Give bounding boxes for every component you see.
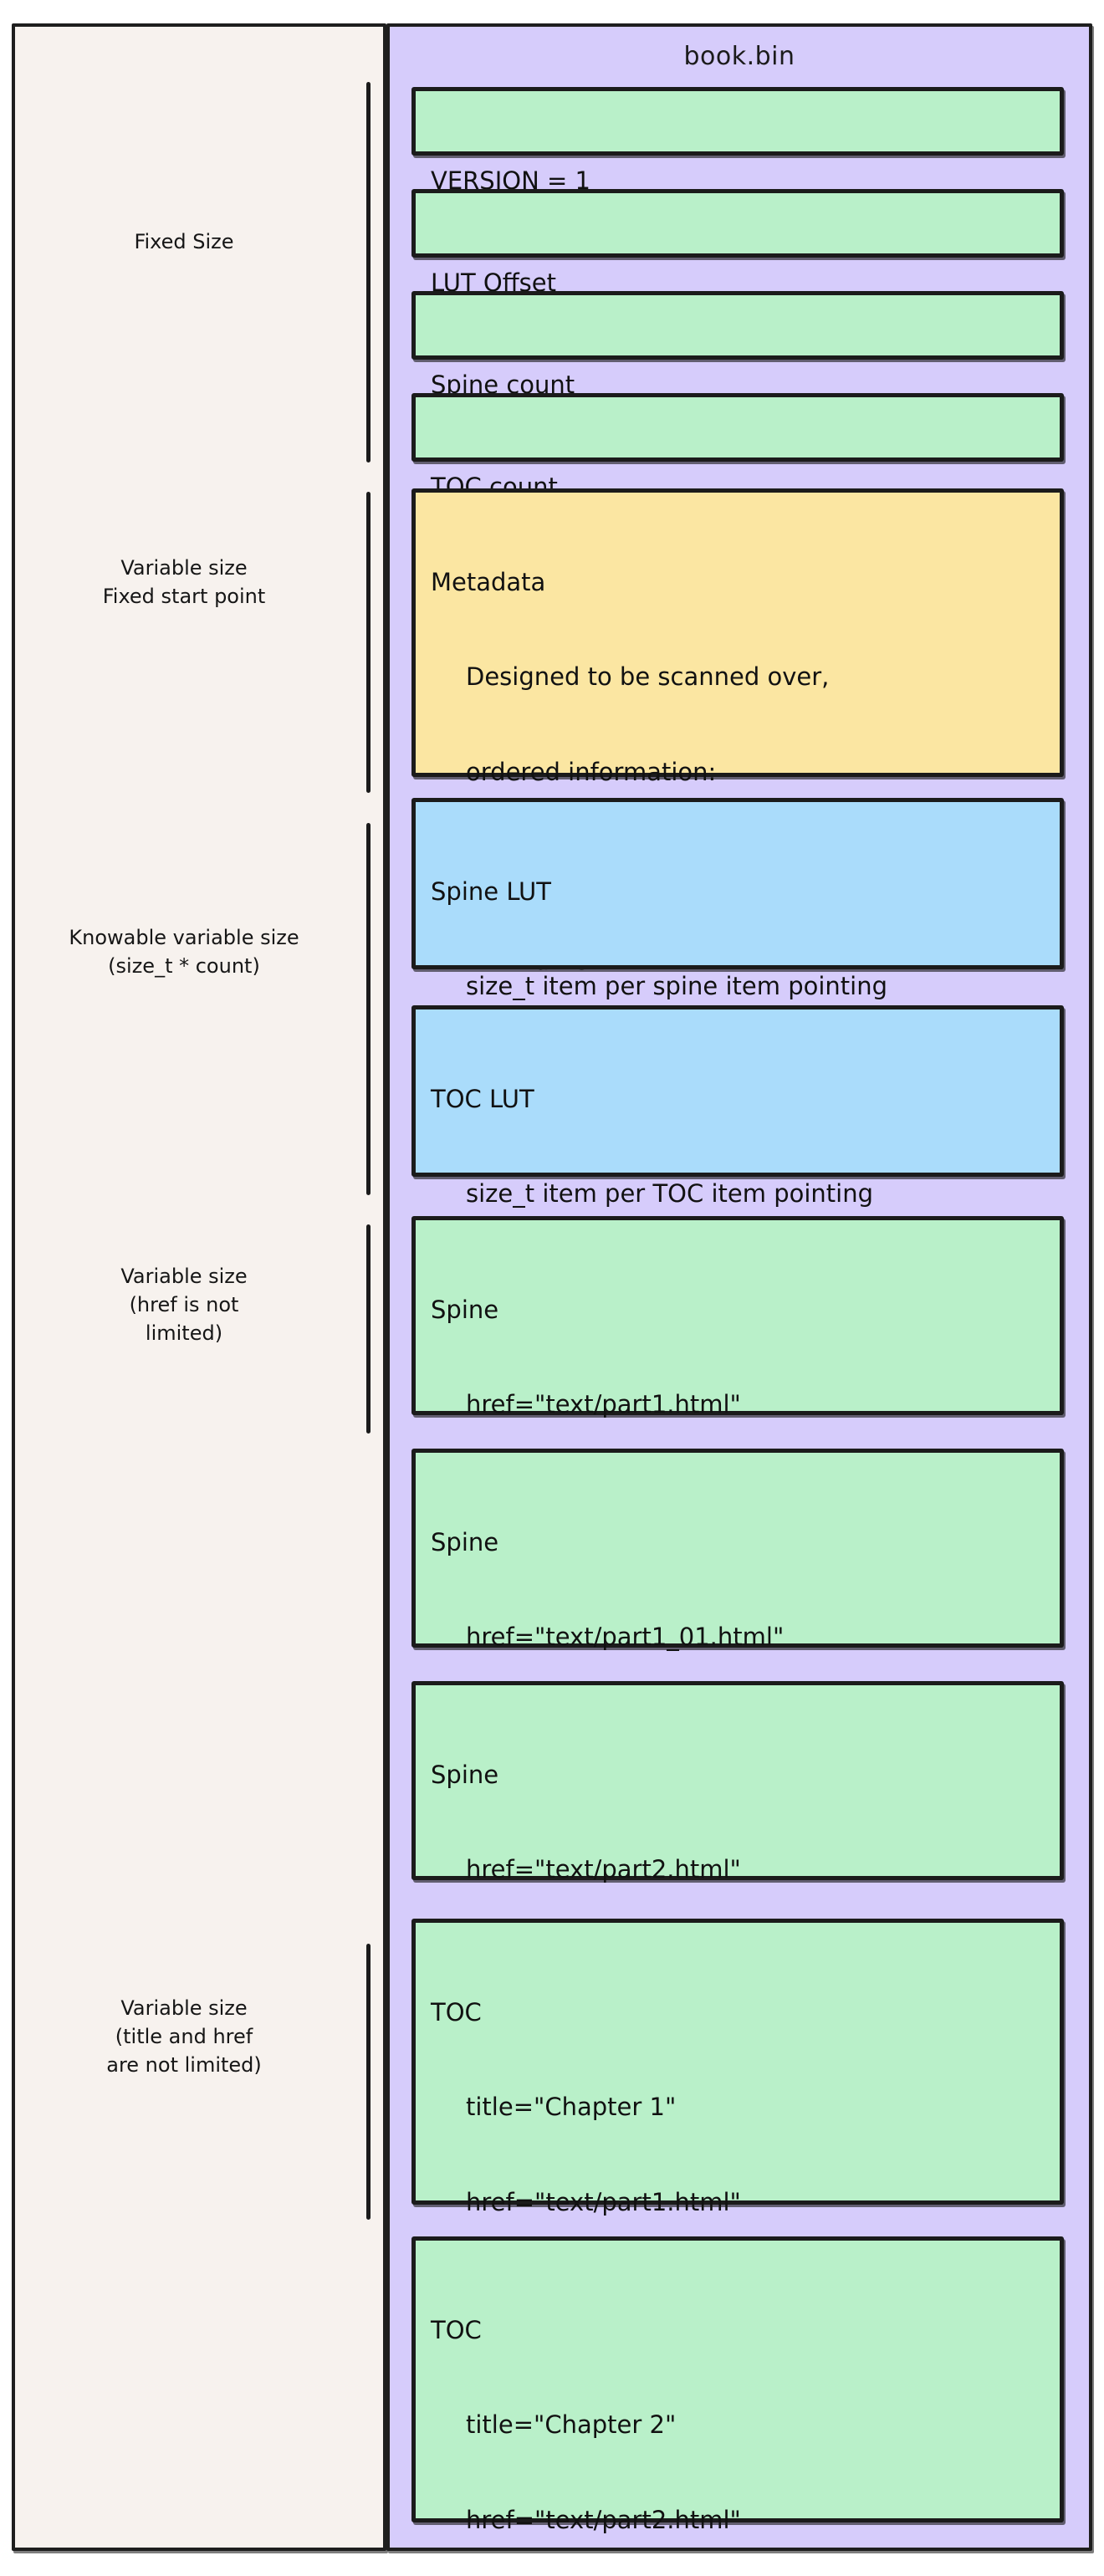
- node-toc-lut: TOC LUT size_t item per TOC item pointin…: [411, 1005, 1064, 1303]
- node-line: href="text/part1.html": [466, 1390, 741, 1419]
- node-line: ordered information:: [466, 757, 717, 786]
- bracket-fixed-size: [366, 82, 371, 463]
- node-line: TOC: [431, 1998, 482, 2027]
- node-toc-1: TOC title="Chapter 1" href="text/part1.h…: [411, 1919, 1064, 2500]
- node-line: Metadata: [431, 568, 546, 597]
- node-line: title="Chapter 2": [466, 2410, 677, 2440]
- side-label-variable-fixed-start: Variable size Fixed start point: [102, 556, 266, 609]
- node-line: Spine: [431, 1296, 499, 1325]
- bracket-variable-title-href: [366, 1944, 371, 2220]
- side-label-fixed-size: Fixed Size: [134, 230, 234, 253]
- node-toc-count: TOC count: [411, 393, 1064, 501]
- node-line: TOC LUT: [431, 1085, 534, 1114]
- bracket-variable-href: [366, 1224, 371, 1434]
- bracket-variable-fixed-start: [366, 492, 371, 793]
- node-spine-count: Spine count: [411, 291, 1064, 399]
- node-line: Spine LUT: [431, 877, 551, 907]
- node-line: size_t item per spine item pointing: [466, 972, 888, 1001]
- node-line: href="text/part1.html": [466, 2187, 741, 2216]
- node-line: href="text/part2.html": [466, 1855, 741, 1884]
- side-label-variable-title-href: Variable size (title and href are not li…: [106, 1996, 262, 2078]
- side-label-knowable-variable-size: Knowable variable size (size_t * count): [69, 926, 299, 979]
- node-toc-2: TOC title="Chapter 2" href="text/part2.h…: [411, 2236, 1064, 2534]
- side-label-variable-href: Variable size (href is not limited): [120, 1265, 248, 1346]
- node-line: size_t item per TOC item pointing: [466, 1179, 873, 1209]
- node-line: href="text/part1_01.html": [466, 1623, 785, 1652]
- node-metadata: Metadata Designed to be scanned over, or…: [411, 488, 1064, 1070]
- book-bin-container: book.bin VERSION = 1 LUT Offset Spine co…: [386, 23, 1092, 2551]
- node-line: title="Chapter 1": [466, 2093, 677, 2122]
- node-spine-2: Spine href="text/part1_01.html" cumSize=…: [411, 1449, 1064, 1841]
- node-line: Spine: [431, 1761, 499, 1790]
- bracket-knowable-variable: [366, 823, 371, 1195]
- node-lut-offset: LUT Offset: [411, 189, 1064, 297]
- node-spine-1: Spine href="text/part1.html" cumSize=123…: [411, 1216, 1064, 1608]
- node-version: VERSION = 1: [411, 87, 1064, 195]
- node-line: TOC: [431, 2316, 482, 2345]
- node-spine-lut: Spine LUT size_t item per spine item poi…: [411, 798, 1064, 1096]
- left-annotation-panel: Fixed Size Variable size Fixed start poi…: [12, 23, 386, 2551]
- node-spine-3: Spine href="text/part2.html" cumSize=123…: [411, 1681, 1064, 2073]
- node-line: Designed to be scanned over,: [466, 662, 830, 692]
- node-line: Spine: [431, 1528, 499, 1557]
- page-title: book.bin: [683, 42, 795, 71]
- node-line: href="text/part2.html": [466, 2505, 741, 2534]
